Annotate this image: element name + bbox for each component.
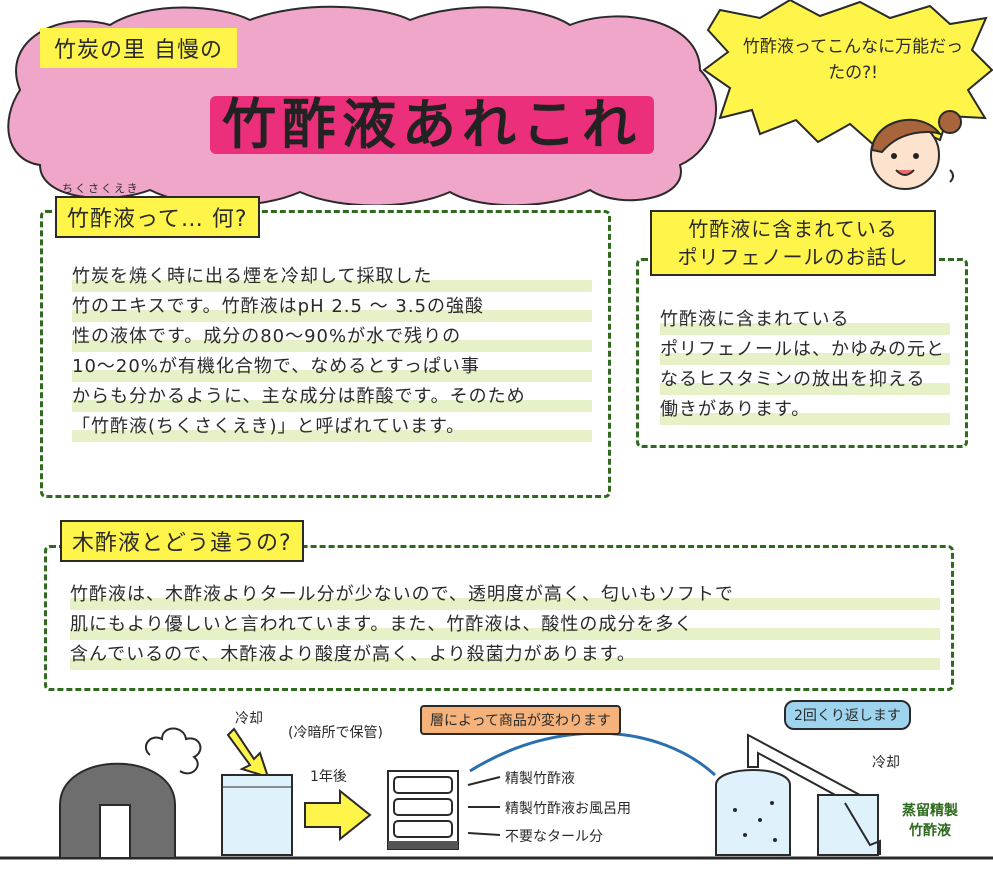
one-year-arrow-icon — [304, 788, 372, 842]
cooling-arrow-icon — [226, 727, 270, 779]
diagram-cool-label: 冷却 — [235, 711, 263, 727]
text-line: 含んでいるので、木酢液より酸度が高く、より殺菌力があります。 — [70, 640, 940, 670]
distiller-icon — [715, 733, 879, 856]
text-line: 10～20%が有機化合物で、なめるとすっぱい事 — [72, 352, 592, 382]
distiller-arrow-icon — [844, 802, 881, 855]
text-line: 性の液体です。成分の80～90%が水で残りの — [72, 322, 592, 352]
smoke-icon — [144, 727, 202, 775]
text-line: 竹酢液に含まれている — [660, 305, 950, 335]
section-what-box — [40, 210, 611, 498]
text-line: 肌にもより優しいと言われています。また、竹酢液は、酸性の成分を多く — [70, 610, 940, 640]
page-title: 竹酢液あれこれ — [210, 96, 654, 154]
repeat-callout: 2回くり返します — [784, 700, 911, 730]
section-what-ruby: ちくさくえき — [62, 182, 140, 195]
polyphenol-label-line2: ポリフェノールのお話し — [677, 245, 909, 269]
polyphenol-label-line1: 竹酢液に含まれている — [688, 217, 898, 241]
process-diagram — [0, 727, 993, 860]
diagram-one-year-label: 1年後 — [310, 769, 347, 785]
layers-callout: 層によって商品が変わります — [420, 705, 621, 735]
section-difference-box — [44, 545, 954, 691]
layer3-arrow-icon — [467, 832, 501, 836]
distilled-line1: 蒸留精製 — [902, 803, 958, 819]
text-line: 竹のエキスです。竹酢液はpH 2.5 ～ 3.5の強酸 — [72, 292, 592, 322]
text-line: 竹酢液は、木酢液よりタール分が少ないので、透明度が高く、匂いもソフトで — [70, 580, 940, 610]
text-line: 竹炭を焼く時に出る煙を冷却して採取した — [72, 262, 592, 292]
text-line: 働きがあります。 — [660, 395, 950, 425]
girl-face-icon — [870, 110, 962, 190]
diagram-cool2-label: 冷却 — [872, 755, 900, 771]
kiln-icon — [59, 762, 176, 859]
diagram-distilled-label: 蒸留精製 竹酢液 — [902, 800, 958, 840]
text-line: からも分かるように、主な成分は酢酸です。そのため — [72, 382, 592, 412]
text-line: なるヒスタミンの放出を抑える — [660, 365, 950, 395]
layer1-arrow-icon — [467, 776, 501, 786]
section-polyphenol-text: 竹酢液に含まれている ポリフェノールは、かゆみの元と なるヒスタミンの放出を抑え… — [660, 305, 950, 425]
section-polyphenol-label: 竹酢液に含まれている ポリフェノールのお話し — [650, 210, 936, 276]
diagram-layer2-label: 精製竹酢液お風呂用 — [505, 801, 631, 817]
section-difference-label: 木酢液とどう違うの? — [60, 520, 304, 562]
section-what-label: 竹酢液って… 何? — [55, 196, 260, 238]
section-difference-text: 竹酢液は、木酢液よりタール分が少ないので、透明度が高く、匂いもソフトで 肌にもよ… — [70, 580, 940, 670]
speech-text: 竹酢液ってこんなに万能だったの?! — [742, 37, 964, 83]
distilled-line2: 竹酢液 — [909, 823, 951, 839]
storage-jar-icon — [221, 774, 293, 856]
diagram-layer1-label: 精製竹酢液 — [505, 771, 575, 787]
layered-container-icon — [387, 770, 459, 850]
text-line: ポリフェノールは、かゆみの元と — [660, 335, 950, 365]
header-kicker: 竹炭の里 自慢の — [40, 28, 237, 68]
text-line: 「竹酢液(ちくさくえき)」と呼ばれています。 — [72, 412, 592, 442]
diagram-layer3-label: 不要なタール分 — [505, 829, 603, 845]
diagram-storage-label: (冷暗所で保管) — [288, 725, 383, 741]
section-what-text: 竹炭を焼く時に出る煙を冷却して採取した 竹のエキスです。竹酢液はpH 2.5 ～… — [72, 262, 592, 442]
